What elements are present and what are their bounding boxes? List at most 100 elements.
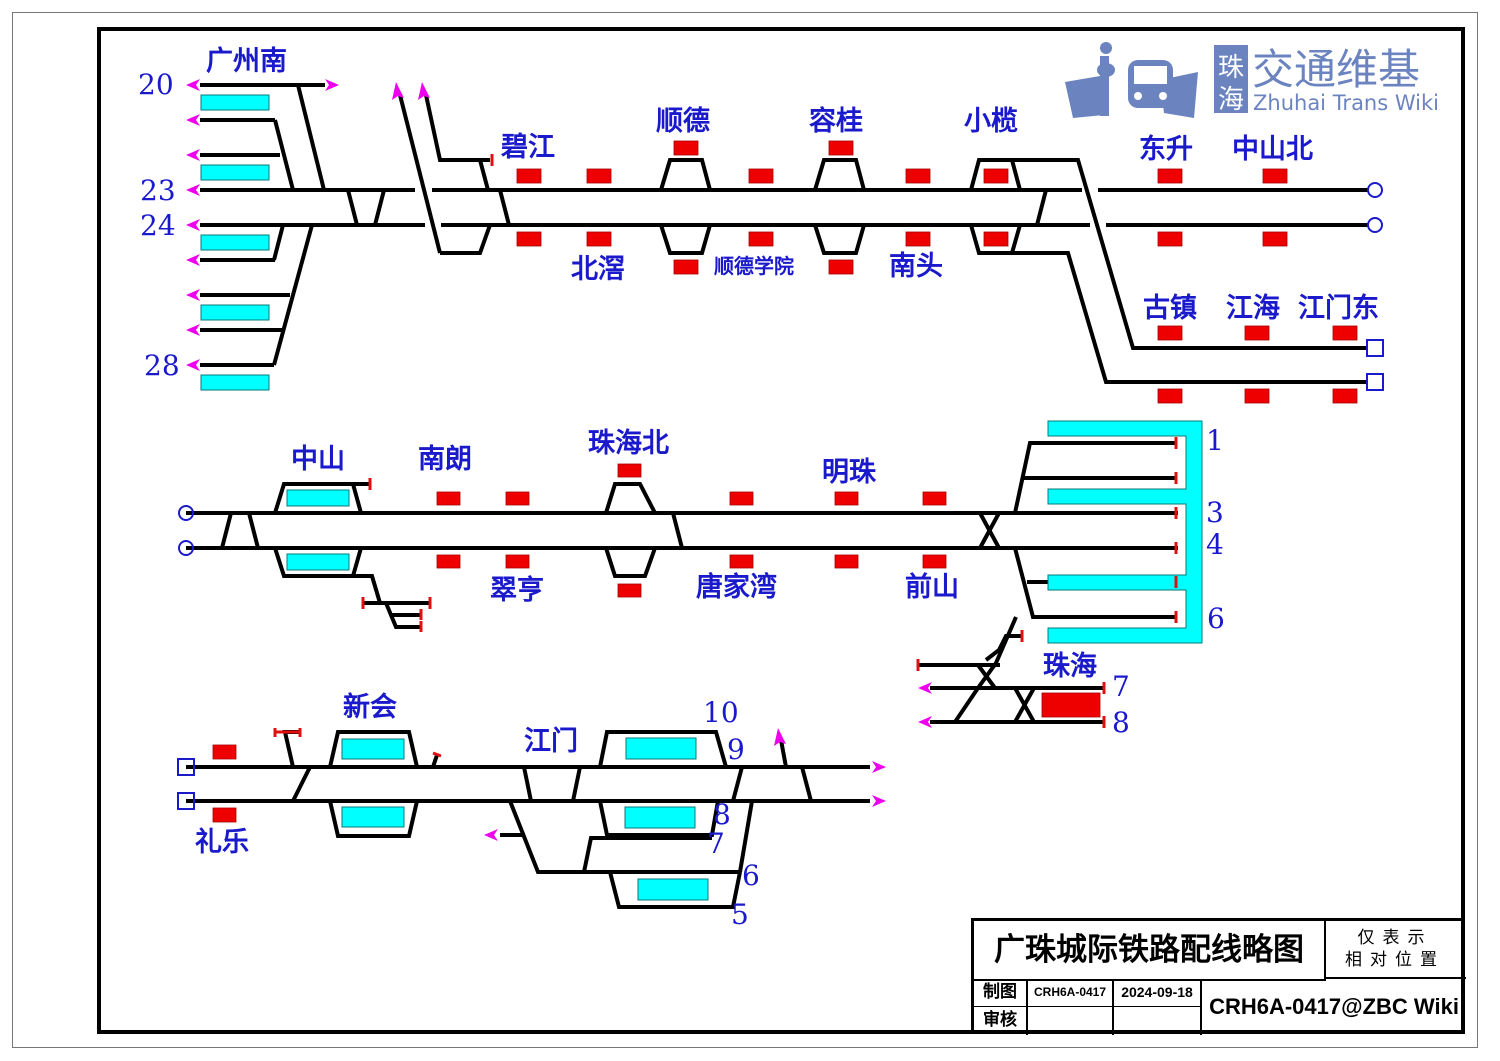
station-label-guangzhounan: 广州南 — [206, 46, 287, 77]
track-number: 1 — [1206, 424, 1224, 457]
direction-arrow-icon — [774, 728, 786, 746]
section-lile-jiangmen: 新会 江门 礼乐 10 9 8 7 6 5 — [177, 691, 886, 931]
terminal-square-icon — [177, 758, 195, 776]
track-number: 8 — [1112, 706, 1130, 739]
terminals — [1366, 182, 1384, 391]
signals-section2 — [436, 463, 1101, 718]
track-number: 9 — [727, 733, 745, 766]
zhuhai-trans-wiki-logo: 珠 海 交通维基 Zhuhai Trans Wiki — [1065, 42, 1439, 118]
drawing-frame — [97, 27, 1465, 1034]
station-label-zhuhai: 珠海 — [1043, 651, 1097, 682]
review-date — [1114, 1007, 1202, 1035]
scale-note-line1: 仅表示 — [1357, 928, 1433, 948]
gzn-arrows — [186, 79, 430, 371]
track-number: 8 — [713, 798, 731, 831]
author-credit: CRH6A-0417@ZBC Wiki — [1209, 994, 1459, 1019]
track-number: 10 — [703, 696, 739, 729]
direction-arrow-icon — [918, 682, 932, 694]
terminal-square-icon — [1366, 373, 1384, 391]
direction-arrow-icon — [918, 716, 932, 728]
signals-section3 — [212, 744, 237, 823]
track-number: 3 — [1206, 496, 1224, 529]
gzn-platforms — [200, 94, 270, 391]
section-zhongshan-zhuhai: 中山 南朗 翠亨 珠海北 唐家湾 明珠 前山 珠海 1 3 4 6 7 8 — [178, 420, 1225, 739]
station-label-shunde-xueyuan: 顺德学院 — [714, 254, 794, 278]
station-label-zhongshan: 中山 — [291, 444, 345, 475]
page-border — [12, 12, 1478, 1048]
station-label-tangjiawan: 唐家湾 — [696, 571, 777, 603]
station-label-nantou: 南头 — [889, 251, 943, 282]
station-label-zhuhaibei: 珠海北 — [588, 428, 669, 459]
section-guangzhounan-xiaolan: 广州南 20 23 24 28 — [138, 46, 1384, 404]
direction-arrow-icon — [186, 289, 200, 301]
track-number: 4 — [1206, 528, 1224, 561]
station-label-xinhui: 新会 — [343, 691, 397, 723]
terminal-circle-icon — [1367, 217, 1383, 233]
station-label-xiaolan: 小榄 — [964, 106, 1018, 137]
drawn-by-label: 制图 — [974, 979, 1028, 1007]
station-label-jianghai: 江海 — [1226, 293, 1280, 324]
scale-note-line2: 相对位置 — [1345, 950, 1445, 970]
track-number: 5 — [731, 898, 749, 931]
logo-name-cn: 交通维基 — [1252, 45, 1420, 94]
gzn-yard-tracks — [200, 83, 492, 367]
direction-arrow-icon — [392, 82, 404, 100]
mainline-lower — [186, 730, 870, 909]
direction-arrow-icon — [186, 359, 200, 371]
direction-arrow-icon — [872, 761, 886, 773]
station-label-nanlang: 南朗 — [418, 444, 472, 475]
direction-arrow-icon — [186, 219, 200, 231]
reviewed-by-label: 审核 — [974, 1007, 1028, 1035]
direction-arrow-icon — [186, 79, 200, 91]
direction-arrow-icon — [418, 82, 430, 100]
logo-badge-top: 珠 — [1218, 53, 1244, 83]
direction-arrow-icon — [186, 254, 200, 266]
station-label-mingzhu: 明珠 — [822, 457, 877, 488]
terminal-circle-icon — [178, 505, 194, 521]
logo-name-en: Zhuhai Trans Wiki — [1253, 91, 1439, 115]
logo-badge-bottom: 海 — [1218, 85, 1244, 115]
diagram-title: 广珠城际铁路配线略图 — [974, 921, 1326, 981]
track-number: 6 — [742, 859, 760, 892]
buffer-stops-middle — [361, 437, 1178, 728]
signals-section1 — [516, 140, 1358, 404]
track-number: 23 — [140, 174, 176, 207]
mainline-upper — [432, 158, 1368, 384]
terminal-square-icon — [177, 792, 195, 810]
direction-arrow-icon — [186, 149, 200, 161]
station-label-cuiheng: 翠亨 — [490, 574, 544, 606]
direction-arrow-icon — [325, 79, 339, 91]
mainline-middle — [186, 441, 1178, 724]
direction-arrow-icon — [186, 184, 200, 196]
direction-arrow-icon — [186, 324, 200, 336]
station-label-bijiang: 碧江 — [500, 132, 555, 163]
track-number: 20 — [138, 68, 174, 101]
direction-arrow-icon — [186, 114, 200, 126]
track-number: 7 — [707, 827, 725, 860]
track-number: 7 — [1112, 670, 1130, 703]
terminal-circle-icon — [178, 540, 194, 556]
station-label-qianshan: 前山 — [905, 571, 959, 603]
station-label-jiangmen: 江门 — [524, 726, 578, 757]
direction-arrow-icon — [484, 829, 498, 841]
station-label-guzhen: 古镇 — [1143, 293, 1197, 324]
station-label-jiangmendong: 江门东 — [1298, 292, 1379, 324]
station-label-lile: 礼乐 — [195, 826, 249, 858]
reviewed-by-value — [1028, 1007, 1114, 1035]
direction-arrow-icon — [872, 795, 886, 807]
track-number: 6 — [1207, 602, 1225, 635]
station-label-zhongshanbei: 中山北 — [1232, 134, 1313, 165]
track-number: 24 — [140, 209, 176, 242]
drawn-date: 2024-09-18 — [1114, 979, 1202, 1007]
station-label-shunde: 顺德 — [656, 106, 710, 137]
station-label-dongsheng: 东升 — [1139, 133, 1193, 165]
station-label-beijiao: 北滘 — [571, 254, 625, 285]
logo-badge — [1214, 45, 1248, 113]
buffer-stops-lower — [273, 728, 442, 758]
zhongshan-platforms — [286, 489, 350, 571]
track-number: 28 — [144, 349, 180, 382]
jiangmen-platforms — [341, 737, 709, 901]
station-label-ronggui: 容桂 — [809, 105, 863, 137]
terminal-circle-icon — [1367, 182, 1383, 198]
